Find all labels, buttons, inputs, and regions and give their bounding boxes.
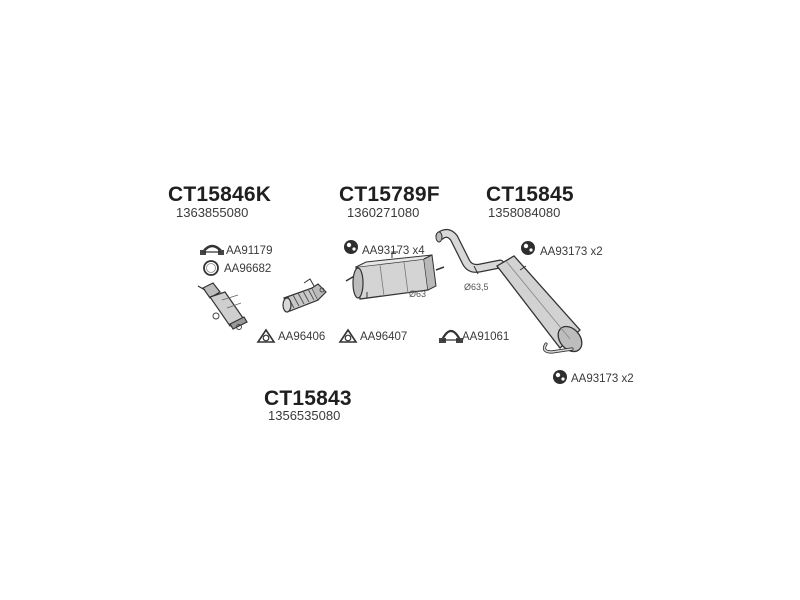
flex-pipe-icon xyxy=(282,278,327,313)
group-number-middle-silencer: 1360271080 xyxy=(347,205,420,220)
part-label-gasket-middle: AA96407 xyxy=(360,331,408,343)
group-code-catalyst: CT15843 xyxy=(264,387,352,410)
rear-pipe-icon xyxy=(435,228,505,275)
middle-silencer-icon xyxy=(345,251,445,300)
clamp-icon xyxy=(200,244,224,255)
group-code-front-pipe: CT15846K xyxy=(168,183,272,206)
group-number-front-pipe: 1363855080 xyxy=(176,205,249,220)
group-number-rear-silencer: 1358084080 xyxy=(488,205,561,220)
part-label-rubber-rear-bottom: AA93173 x2 xyxy=(571,373,634,385)
diameter-label-rear: Ø63,5 xyxy=(464,282,489,292)
rubber-mount-icon-rear-bottom xyxy=(553,370,567,384)
group-code-middle-silencer: CT15789F xyxy=(339,183,440,206)
clamp-icon-rear xyxy=(439,329,463,343)
rubber-mount-icon xyxy=(344,240,358,254)
catalytic-converter-icon xyxy=(197,282,248,330)
part-label-clamp-front: AA91179 xyxy=(226,245,273,257)
ring-icon xyxy=(203,260,219,276)
rear-silencer-icon xyxy=(496,255,583,354)
part-label-rubber-middle: AA93173 x4 xyxy=(362,245,425,257)
diameter-label-middle: Ø63 xyxy=(409,289,427,299)
rubber-mount-icon-rear-top xyxy=(521,241,535,255)
group-number-catalyst: 1356535080 xyxy=(268,408,341,423)
gasket-icon-left xyxy=(256,328,276,343)
part-label-ring-front: AA96682 xyxy=(224,263,272,275)
part-label-rubber-rear-top: AA93173 x2 xyxy=(540,246,603,258)
part-label-gasket-left: AA96406 xyxy=(278,331,326,343)
part-label-clamp-rear: AA91061 xyxy=(462,331,510,343)
gasket-icon-middle xyxy=(338,328,358,343)
group-code-rear-silencer: CT15845 xyxy=(486,183,574,206)
